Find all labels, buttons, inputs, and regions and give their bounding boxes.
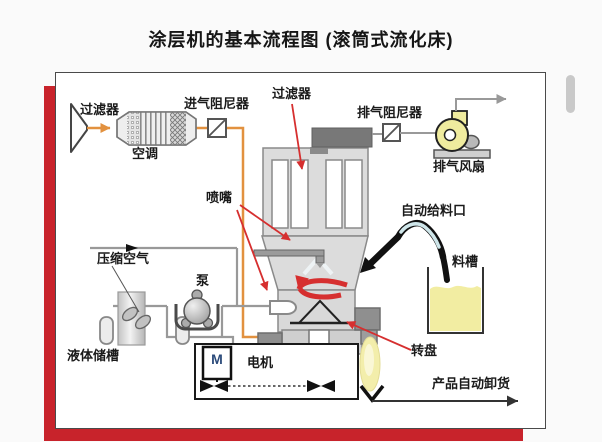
scrollbar-thumb[interactable] [566,75,575,113]
feed-suction-tube [360,219,450,283]
pump-icon [174,289,220,331]
label-exhaust-damper: 排气阻尼器 [357,105,423,120]
label-intake-damper: 进气阻尼器 [184,96,250,111]
intake-damper-icon [207,118,227,138]
supply-air-pipe [87,123,258,339]
label-trough: 料槽 [452,254,479,269]
label-discharge: 产品自动卸货 [432,376,511,391]
exhaust-damper-icon [382,123,401,142]
label-exhaust-fan: 排气风扇 [433,159,486,174]
label-top-filter: 过滤器 [272,86,312,101]
motor-drive-assembly [194,343,359,400]
exhaust-duct-icon [310,127,383,154]
air-intake-funnel-icon [70,103,88,153]
fluid-bed-filter-housing [262,147,369,237]
air-conditioner-icon [116,111,197,146]
side-nozzle-icon [269,300,297,315]
label-air-conditioner: 空调 [132,146,159,161]
label-pump: 泵 [196,273,210,288]
label-motor: 电机 [247,355,274,370]
red-accent-vertical-bar [44,86,57,441]
label-nozzle: 喷嘴 [206,190,233,205]
trough-material-fill [430,285,481,331]
compressed-air-flow-arrow [126,244,138,252]
label-liquid-tank: 液体储槽 [67,348,120,363]
product-stream [359,336,381,392]
liquid-tank-icon [99,291,190,346]
motor-m-symbol: M [211,351,223,367]
trough-walls [427,267,484,334]
label-intake-filter: 过滤器 [80,102,120,117]
exhaust-fan-icon [433,110,491,159]
label-turntable: 转盘 [411,343,438,358]
label-feed-port: 自动给料口 [401,203,467,218]
red-accent-bottom-bar [44,427,523,441]
page-title: 涂层机的基本流程图 (滚筒式流化床) [148,30,454,50]
exhaust-outflow-arrow [455,94,507,111]
annotation-arrows [236,103,412,351]
label-compressed-air: 压缩空气 [97,251,150,266]
compressed-air-leader-line [111,265,140,313]
